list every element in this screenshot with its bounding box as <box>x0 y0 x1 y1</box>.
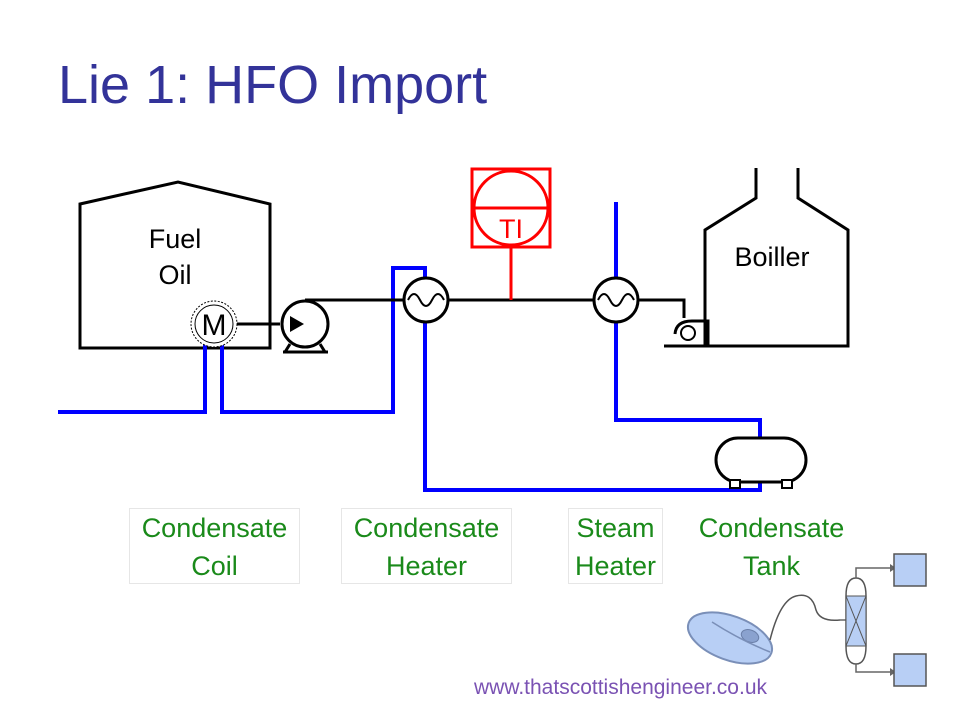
label-steam-heater: Steam Heater <box>568 508 663 584</box>
label-line2: Coil <box>191 551 238 581</box>
column-schematic-icon <box>840 553 927 687</box>
fuel-oil-line <box>237 298 686 326</box>
label-condensate-heater: Condensate Heater <box>341 508 512 584</box>
instrument-label: TI <box>499 214 523 244</box>
tank-label-oil: Oil <box>159 260 192 290</box>
label-condensate-coil: Condensate Coil <box>129 508 300 584</box>
label-line1: Condensate <box>141 513 288 543</box>
footer-url[interactable]: www.thatscottishengineer.co.uk <box>474 676 767 699</box>
burner-icon <box>664 319 710 348</box>
label-line1: Condensate <box>353 513 500 543</box>
pump-icon <box>280 299 330 354</box>
condensate-coil-lines <box>58 202 762 492</box>
label-line1: Steam <box>576 513 655 543</box>
fuel-oil-tank <box>78 180 272 350</box>
mouse-icon <box>686 594 841 665</box>
temperature-indicator <box>470 167 552 300</box>
label-line1: Condensate <box>698 513 845 543</box>
label-line2: Heater <box>385 551 468 581</box>
boiler-label: Boiller <box>734 242 809 272</box>
condensate-tank-icon <box>714 436 808 489</box>
boiler <box>703 168 850 348</box>
steam-heater-icon <box>592 276 640 324</box>
slide-title: Lie 1: HFO Import <box>58 55 488 115</box>
label-condensate-tank: Condensate Tank <box>686 508 857 584</box>
motor-label: M <box>202 309 227 342</box>
label-line2: Heater <box>574 551 657 581</box>
tank-label-fuel: Fuel <box>149 224 202 254</box>
condensate-heater-icon <box>402 276 450 324</box>
label-line2: Tank <box>742 551 801 581</box>
